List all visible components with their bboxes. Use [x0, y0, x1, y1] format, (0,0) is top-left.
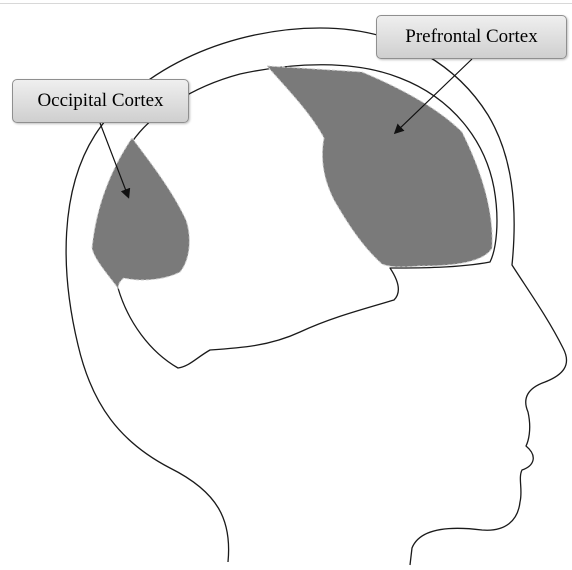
occipital-cortex-label: Occipital Cortex: [37, 90, 163, 112]
occipital-cortex-callout: Occipital Cortex: [12, 79, 189, 123]
prefrontal-cortex-label: Prefrontal Cortex: [405, 26, 537, 48]
occipital-cortex-region: [92, 138, 189, 288]
prefrontal-cortex-callout: Prefrontal Cortex: [376, 15, 567, 59]
prefrontal-cortex-region: [267, 66, 492, 267]
